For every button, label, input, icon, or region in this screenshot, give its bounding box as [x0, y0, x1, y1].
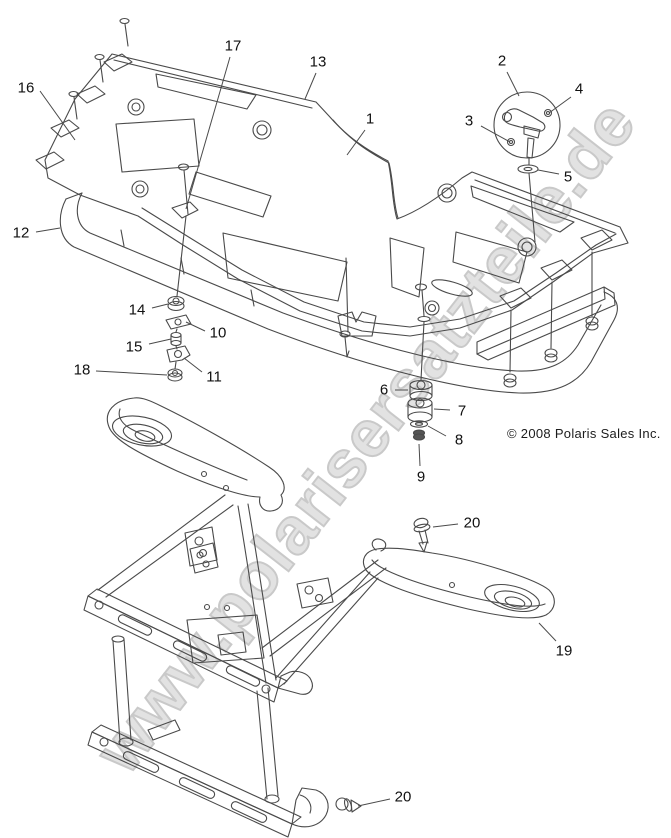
- callout-label-16: 16: [17, 79, 35, 97]
- leader-line-8: [427, 425, 447, 437]
- callout-label-17: 17: [224, 37, 242, 55]
- leader-line-1: [346, 129, 366, 156]
- leader-line-13: [304, 72, 317, 100]
- callout-label-3: 3: [464, 112, 474, 130]
- callout-label-18: 18: [73, 361, 91, 379]
- callout-label-1: 1: [365, 110, 375, 128]
- leader-line-11: [183, 357, 203, 373]
- callout-label-14: 14: [128, 301, 146, 319]
- bolt-20-bottom: [335, 797, 362, 813]
- callout-label-5: 5: [563, 168, 573, 186]
- callout-label-13: 13: [309, 53, 327, 71]
- leader-line-4: [548, 96, 572, 114]
- leader-line-20: [357, 798, 391, 807]
- callout-label-19: 19: [555, 642, 573, 660]
- callout-label-9: 9: [416, 468, 426, 486]
- right-arm-drawing: [362, 538, 555, 619]
- leader-line-5: [537, 169, 560, 175]
- leader-line-12: [35, 227, 61, 233]
- latch-detail-circle: [493, 91, 561, 243]
- lower-frame-drawing: [83, 494, 387, 838]
- leader-line-15: [148, 338, 172, 345]
- callout-label-7: 7: [457, 402, 467, 420]
- leader-line-10: [185, 321, 206, 332]
- callout-label-20: 20: [394, 788, 412, 806]
- tube-frame-drawing: [59, 192, 618, 394]
- hardware-stack-left: [165, 295, 192, 382]
- bolt-20-top: [413, 517, 431, 553]
- callout-label-2: 2: [497, 52, 507, 70]
- leader-line-3: [480, 125, 511, 143]
- leader-line-7: [433, 408, 451, 411]
- hardware-stack-right: [407, 283, 433, 441]
- callout-label-6: 6: [379, 381, 389, 399]
- rack-front-clips-and-bar: [337, 229, 616, 388]
- copyright-notice: © 2008 Polaris Sales Inc.: [507, 426, 661, 441]
- callout-label-10: 10: [209, 324, 227, 342]
- callout-label-4: 4: [574, 80, 584, 98]
- rack-left-rail-and-screws: [35, 17, 199, 297]
- leader-line-9: [418, 443, 421, 467]
- callout-label-12: 12: [12, 224, 30, 242]
- callout-label-15: 15: [125, 338, 143, 356]
- callout-label-8: 8: [454, 431, 464, 449]
- left-arm-drawing: [106, 397, 285, 512]
- leader-line-18: [95, 370, 168, 376]
- leader-line-19: [538, 622, 557, 642]
- callout-label-20: 20: [463, 514, 481, 532]
- leader-line-2: [506, 71, 520, 97]
- leader-line-17: [185, 56, 231, 210]
- leader-line-14: [151, 303, 169, 309]
- rack-drawing: [44, 53, 629, 337]
- leader-line-16: [39, 90, 76, 141]
- callout-label-11: 11: [206, 368, 222, 386]
- leader-line-20: [432, 523, 459, 528]
